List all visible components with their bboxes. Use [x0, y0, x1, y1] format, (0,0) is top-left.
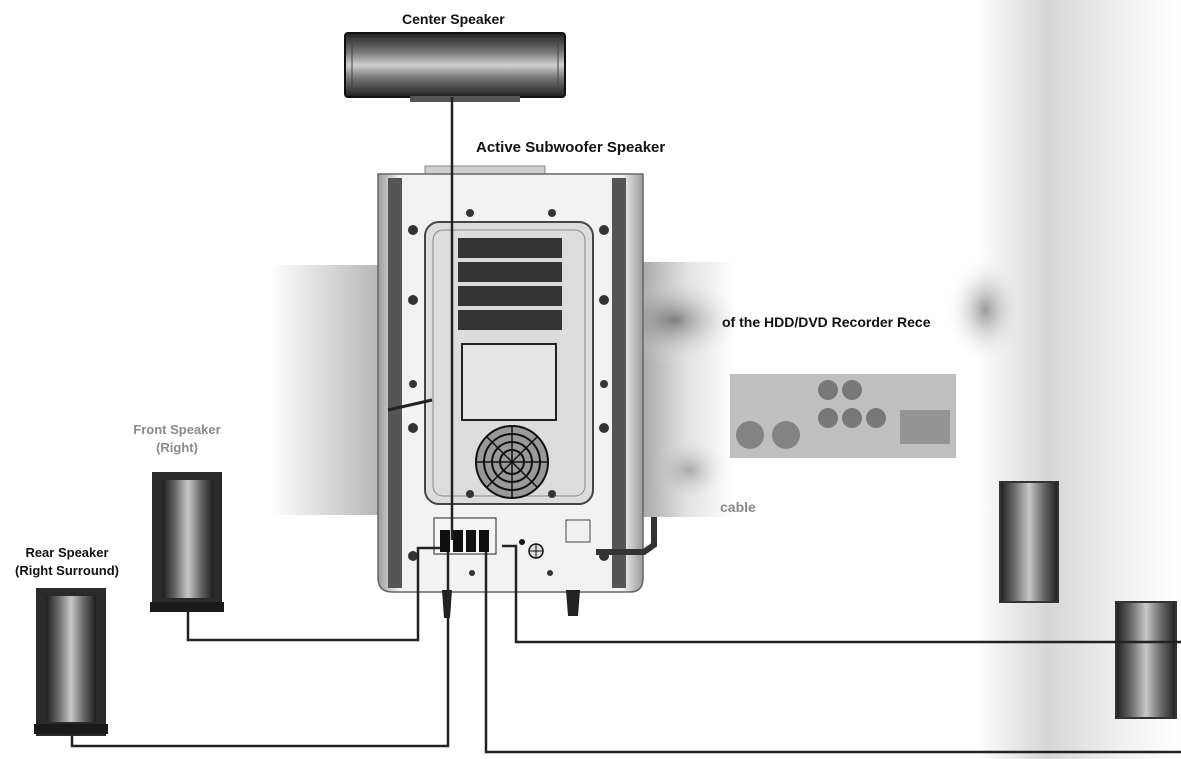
rear-speaker-right-surround	[34, 588, 108, 736]
rear-speaker-right-label-line1: Rear Speaker	[2, 544, 132, 562]
subwoofer-label: Active Subwoofer Speaker	[476, 139, 665, 156]
center-speaker-label: Center Speaker	[402, 11, 505, 27]
front-speaker-right-label: Front Speaker (Right)	[122, 421, 232, 457]
speaker-terminals	[434, 518, 496, 554]
rear-speaker-right-label: Rear Speaker (Right Surround)	[2, 544, 132, 580]
recorder-rear-panel	[730, 374, 956, 458]
fan-icon	[476, 426, 548, 498]
front-speaker-left-partial	[1000, 482, 1058, 602]
front-speaker-right-label-line1: Front Speaker	[122, 421, 232, 439]
power-socket-icon	[529, 544, 543, 558]
rear-speaker-right-label-line2: (Right Surround)	[2, 562, 132, 580]
center-speaker	[345, 33, 565, 102]
cable-label: cable	[720, 498, 756, 516]
front-speaker-right	[150, 472, 224, 612]
front-speaker-right-label-line2: (Right)	[122, 439, 232, 457]
recorder-rear-label: of the HDD/DVD Recorder Rece	[722, 314, 956, 330]
rear-speaker-left-partial	[1116, 602, 1176, 718]
